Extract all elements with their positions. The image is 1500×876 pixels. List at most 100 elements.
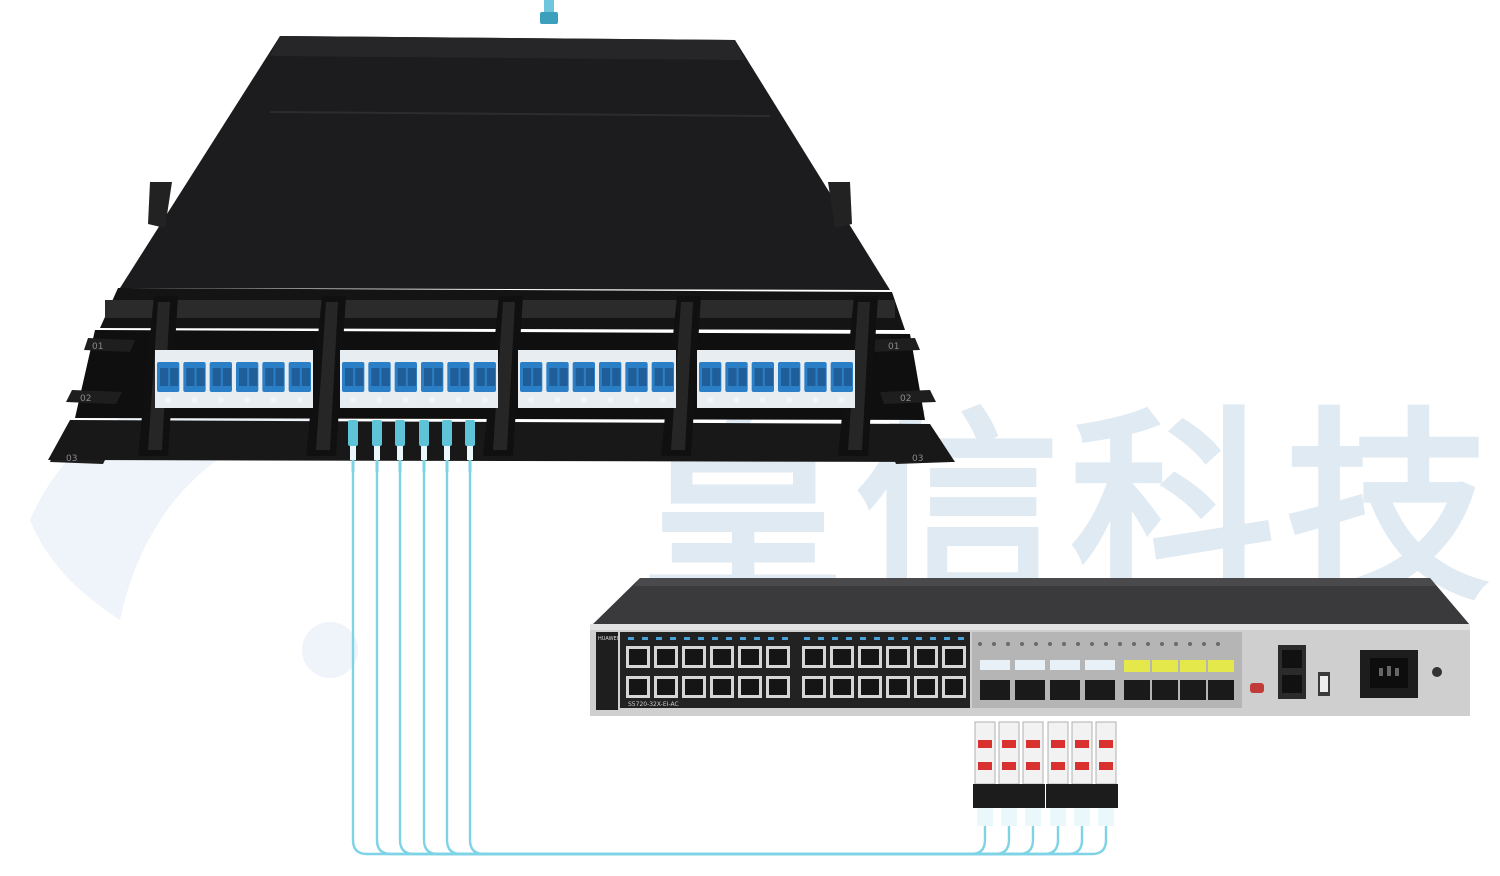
tray-label-right: 03	[912, 454, 923, 464]
cable-strain	[351, 460, 355, 472]
ground-screw	[1432, 667, 1442, 677]
lc-adapter-port	[612, 368, 621, 386]
rj45-port-opening	[805, 649, 823, 665]
patch-panel-lid	[120, 36, 890, 290]
sfp-transceiver	[1022, 721, 1044, 785]
cable-strain	[398, 460, 402, 472]
dust-cap	[838, 397, 845, 403]
cassette-frame	[340, 350, 498, 408]
lc-adapter-port	[275, 368, 284, 386]
port-led	[670, 637, 676, 640]
lc-duplex-connector	[997, 784, 1021, 808]
sfp-port	[980, 680, 1010, 700]
dust-cap	[707, 397, 714, 403]
lc-adapter-port	[291, 368, 300, 386]
lc-adapter-port	[486, 368, 495, 386]
transceiver-label	[1026, 740, 1040, 748]
rj45-port-opening	[713, 649, 731, 665]
fiber-cable	[468, 470, 1108, 856]
dust-cap	[580, 397, 587, 403]
lc-adapter-port	[602, 368, 611, 386]
lc-adapter-port	[654, 368, 663, 386]
rj45-port-opening	[657, 649, 675, 665]
port-led	[768, 637, 774, 640]
rj45-port-opening	[917, 649, 935, 665]
dust-cap	[165, 397, 172, 403]
connector-boot	[1098, 808, 1114, 826]
tray-label-left: 01	[92, 342, 103, 352]
lc-connector	[372, 420, 382, 446]
lc-connector	[395, 420, 405, 446]
sfp-plus-port-label	[1124, 660, 1150, 672]
port-led	[628, 637, 634, 640]
status-led	[1118, 642, 1122, 646]
lc-duplex-connector	[1046, 784, 1070, 808]
rj45-port-opening	[629, 679, 647, 695]
dust-cap	[455, 397, 462, 403]
port-led	[684, 637, 690, 640]
mount-ear-right	[828, 182, 852, 228]
rj45-port-opening	[629, 649, 647, 665]
dust-cap	[217, 397, 224, 403]
status-led	[1174, 642, 1178, 646]
lc-adapter-port	[728, 368, 737, 386]
port-led	[846, 637, 852, 640]
lc-adapter-port	[212, 368, 221, 386]
rj45-port-opening	[945, 679, 963, 695]
port-led	[754, 637, 760, 640]
status-led	[1104, 642, 1108, 646]
port-led	[712, 637, 718, 640]
lc-boot	[397, 446, 403, 460]
transceiver-label	[1075, 762, 1089, 770]
cassette-frame	[697, 350, 855, 408]
status-led	[1216, 642, 1220, 646]
status-led	[1188, 642, 1192, 646]
lc-adapter-port	[712, 368, 721, 386]
transceiver-label	[978, 762, 992, 770]
mpo-cassette	[340, 350, 498, 408]
dust-cap	[759, 397, 766, 403]
top-connector	[540, 0, 558, 24]
lc-adapter-port	[664, 368, 673, 386]
sfp-transceiver	[1047, 721, 1069, 785]
connector-boot	[1001, 808, 1017, 826]
port-led	[916, 637, 922, 640]
watermark-logo-dot	[302, 622, 358, 678]
lc-adapter-port	[345, 368, 354, 386]
switch-brand: HUAWEI	[598, 636, 618, 642]
mount-ear-left	[148, 182, 172, 228]
status-led	[1006, 642, 1010, 646]
lc-adapter-port	[791, 368, 800, 386]
console-port	[1250, 683, 1264, 693]
sfp-plus-port-label	[1152, 660, 1178, 672]
dust-cap	[659, 397, 666, 403]
rj45-port-opening	[889, 679, 907, 695]
dust-cap	[429, 397, 436, 403]
mpo-cassette	[518, 350, 676, 408]
dust-cap	[812, 397, 819, 403]
lc-adapter-port	[738, 368, 747, 386]
lc-adapter-port	[196, 368, 205, 386]
sfp-port-label	[1050, 660, 1080, 670]
dust-cap	[607, 397, 614, 403]
port-led	[740, 637, 746, 640]
lc-connector	[465, 420, 475, 446]
status-led	[1160, 642, 1164, 646]
sfp-port	[1050, 680, 1080, 700]
cable-strain	[468, 460, 472, 472]
fiber-patch-cables	[348, 420, 1108, 856]
sfp-transceiver	[998, 721, 1020, 785]
sfp-plus-port	[1152, 680, 1178, 700]
dust-cap	[270, 397, 277, 403]
lc-adapter-port	[559, 368, 568, 386]
cable-strain	[422, 460, 426, 472]
rj45-port-opening	[685, 649, 703, 665]
lc-connector	[348, 420, 358, 446]
transceiver-label	[1002, 740, 1016, 748]
tray-label-right: 01	[888, 342, 899, 352]
connector-boot	[977, 808, 993, 826]
rj45-port-opening	[805, 679, 823, 695]
sfp-port-label	[980, 660, 1010, 670]
